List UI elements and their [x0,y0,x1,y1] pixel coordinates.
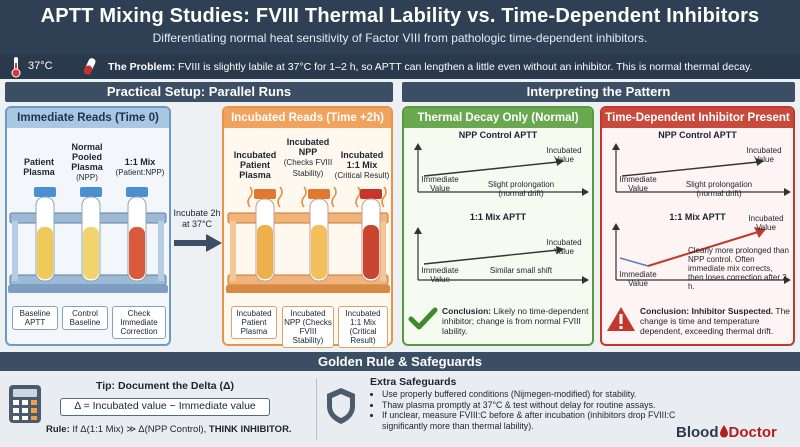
section-setup: Practical Setup: Parallel Runs [5,82,393,102]
inhibitor-npp-incubated: Incubated Value [746,146,782,164]
inhibitor-npp-immediate: Immediate Value [619,175,657,193]
thermal-npp-note: Slight prolongation (normal drift) [487,180,555,198]
thermal-mix-note: Similar small shift [489,266,553,275]
tube-inc-mix [360,189,382,282]
tube-label-inc-patient: Incubated Patient Plasma [233,150,277,180]
label-inc-patient: Incubated Patient Plasma [231,306,277,339]
tube-inc-npp [308,189,330,282]
inhibitor-panel: Time-Dependent Inhibitor Present [600,106,795,346]
page-subtitle: Differentiating normal heat sensitivity … [152,31,648,45]
inhibitor-mix-title: 1:1 Mix APTT [669,212,726,222]
inhibitor-conclusion: Conclusion: Inhibitor Suspected. The cha… [640,306,791,336]
safeguard-item: If unclear, measure FVIII:C before & aft… [382,410,682,431]
thermal-conclusion: Conclusion: Likely no time-dependent inh… [442,306,589,336]
thermal-panel: Thermal Decay Only (Normal) [402,106,594,346]
incubated-title: Incubated Reads (Time +2h) [224,108,391,128]
tube-mix [126,187,148,282]
temperature-label: 37°C [28,60,53,72]
inhibitor-npp-note: Slight prolongation (normal drift) [685,180,753,198]
shield-icon [327,388,355,424]
inhibitor-npp-title: NPP Control APTT [658,130,737,140]
safeguard-item: Thaw plasma promptly at 37°C & test with… [382,400,682,411]
thermal-mix-graph [414,227,589,284]
tube-inc-patient [254,189,276,282]
thermal-npp-immediate: Immediate Value [421,175,459,193]
label-control-baseline: Control Baseline [62,306,108,330]
label-inc-npp: Incubated NPP (Checks FVIII Stability) [282,306,334,348]
incubated-rack-illustration [226,186,390,293]
problem-bar: 37°C The Problem: FVIII is slightly labi… [0,55,800,79]
tip-rule: Rule: If Δ(1:1 Mix) ≫ Δ(NPP Control), TH… [46,424,292,435]
thermal-npp-incubated: Incubated Value [546,146,582,164]
blood-drop-icon [719,425,728,438]
safeguards-list: Use properly buffered conditions (Nijmeg… [382,389,682,431]
tube-label-inc-npp: Incubated NPP(Checks FVIII Stability) [283,137,333,178]
tube-label-npp: Normal Pooled Plasma(NPP) [71,142,103,182]
tube-label-inc-mix: Incubated 1:1 Mix(Critical Result) [334,150,390,180]
warning-icon [607,307,635,331]
inhibitor-mix-incubated: Incubated Value [748,214,784,232]
thermal-mix-immediate: Immediate Value [421,266,459,284]
tube-patient [34,187,56,282]
thermal-npp-graph [414,143,589,196]
calculator-icon [9,385,41,423]
safeguards-title: Extra Safeguards [370,376,457,388]
inhibitor-npp-graph [612,143,791,196]
safeguard-item: Use properly buffered conditions (Nijmeg… [382,389,682,400]
delta-formula: Δ = Incubated value − Immediate value [60,398,270,416]
tube-label-mix: 1:1 Mix(Patient:NPP) [115,157,165,177]
test-tube-icon [83,58,96,75]
inhibitor-mix-immediate: Immediate Value [619,270,657,288]
tip-title: Tip: Document the Delta (Δ) [95,380,235,392]
immediate-title: Immediate Reads (Time 0) [7,108,169,128]
inhibitor-mix-graph [612,223,791,284]
inhibitor-mix-note: Clearly more prolonged than NPP control.… [688,246,789,291]
golden-rule-bar: Golden Rule & Safeguards [0,352,800,371]
label-inc-mix: Incubated 1:1 Mix (Critical Result) [338,306,388,348]
section-interpret: Interpreting the Pattern [402,82,795,102]
label-baseline-aptt: Baseline APTT [12,306,58,330]
incubate-arrow-text: Incubate 2h at 37°C [173,208,221,229]
inhibitor-title: Time-Dependent Inhibitor Present [602,108,793,128]
header: APTT Mixing Studies: FVIII Thermal Labil… [0,0,800,55]
immediate-rack-illustration [8,187,168,293]
problem-label: The Problem: [108,61,176,73]
thermal-mix-incubated: Incubated Value [546,238,582,256]
checkmark-icon [408,307,438,330]
thermal-title: Thermal Decay Only (Normal) [404,108,592,128]
problem-text: The Problem: FVIII is slightly labile at… [108,61,752,73]
thermometer-icon [11,57,21,78]
thermal-mix-title: 1:1 Mix APTT [469,212,527,222]
problem-description: FVIII is slightly labile at 37°C for 1–2… [178,61,753,73]
arrow-right-icon [174,234,222,252]
tube-label-patient: Patient Plasma [23,157,55,177]
tube-npp [80,187,102,282]
divider [316,378,317,440]
page-title: APTT Mixing Studies: FVIII Thermal Labil… [40,5,760,27]
label-check-correction: Check Immediate Correction [112,306,166,339]
thermal-npp-title: NPP Control APTT [458,130,538,140]
